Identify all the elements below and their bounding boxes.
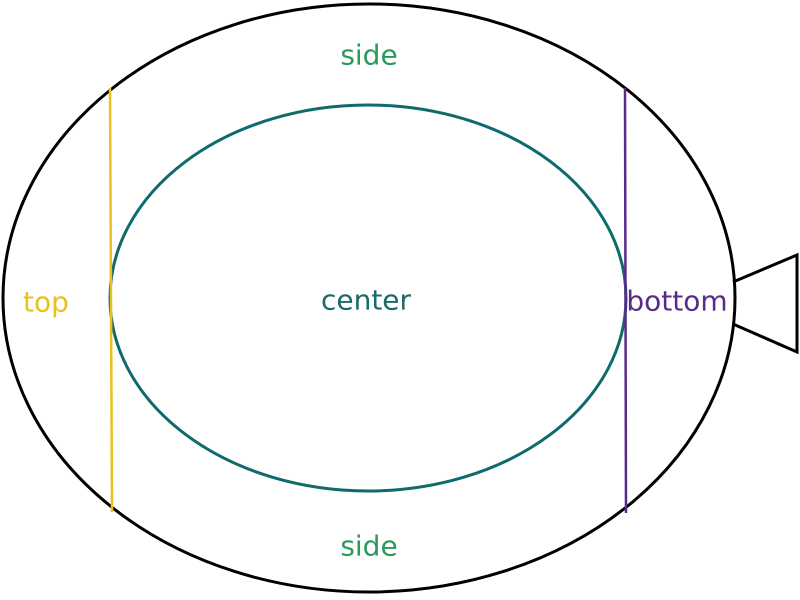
label-center: center (320, 283, 412, 317)
bottom-divider-line (623, 87, 628, 514)
label-side-top: side (340, 38, 398, 72)
label-side-bottom: side (340, 529, 398, 563)
top-divider-line (108, 87, 114, 513)
label-top: top (23, 285, 69, 319)
label-bottom: bottom (626, 284, 728, 318)
outer-ellipse (1, 2, 737, 594)
tail-triangle (732, 252, 799, 355)
